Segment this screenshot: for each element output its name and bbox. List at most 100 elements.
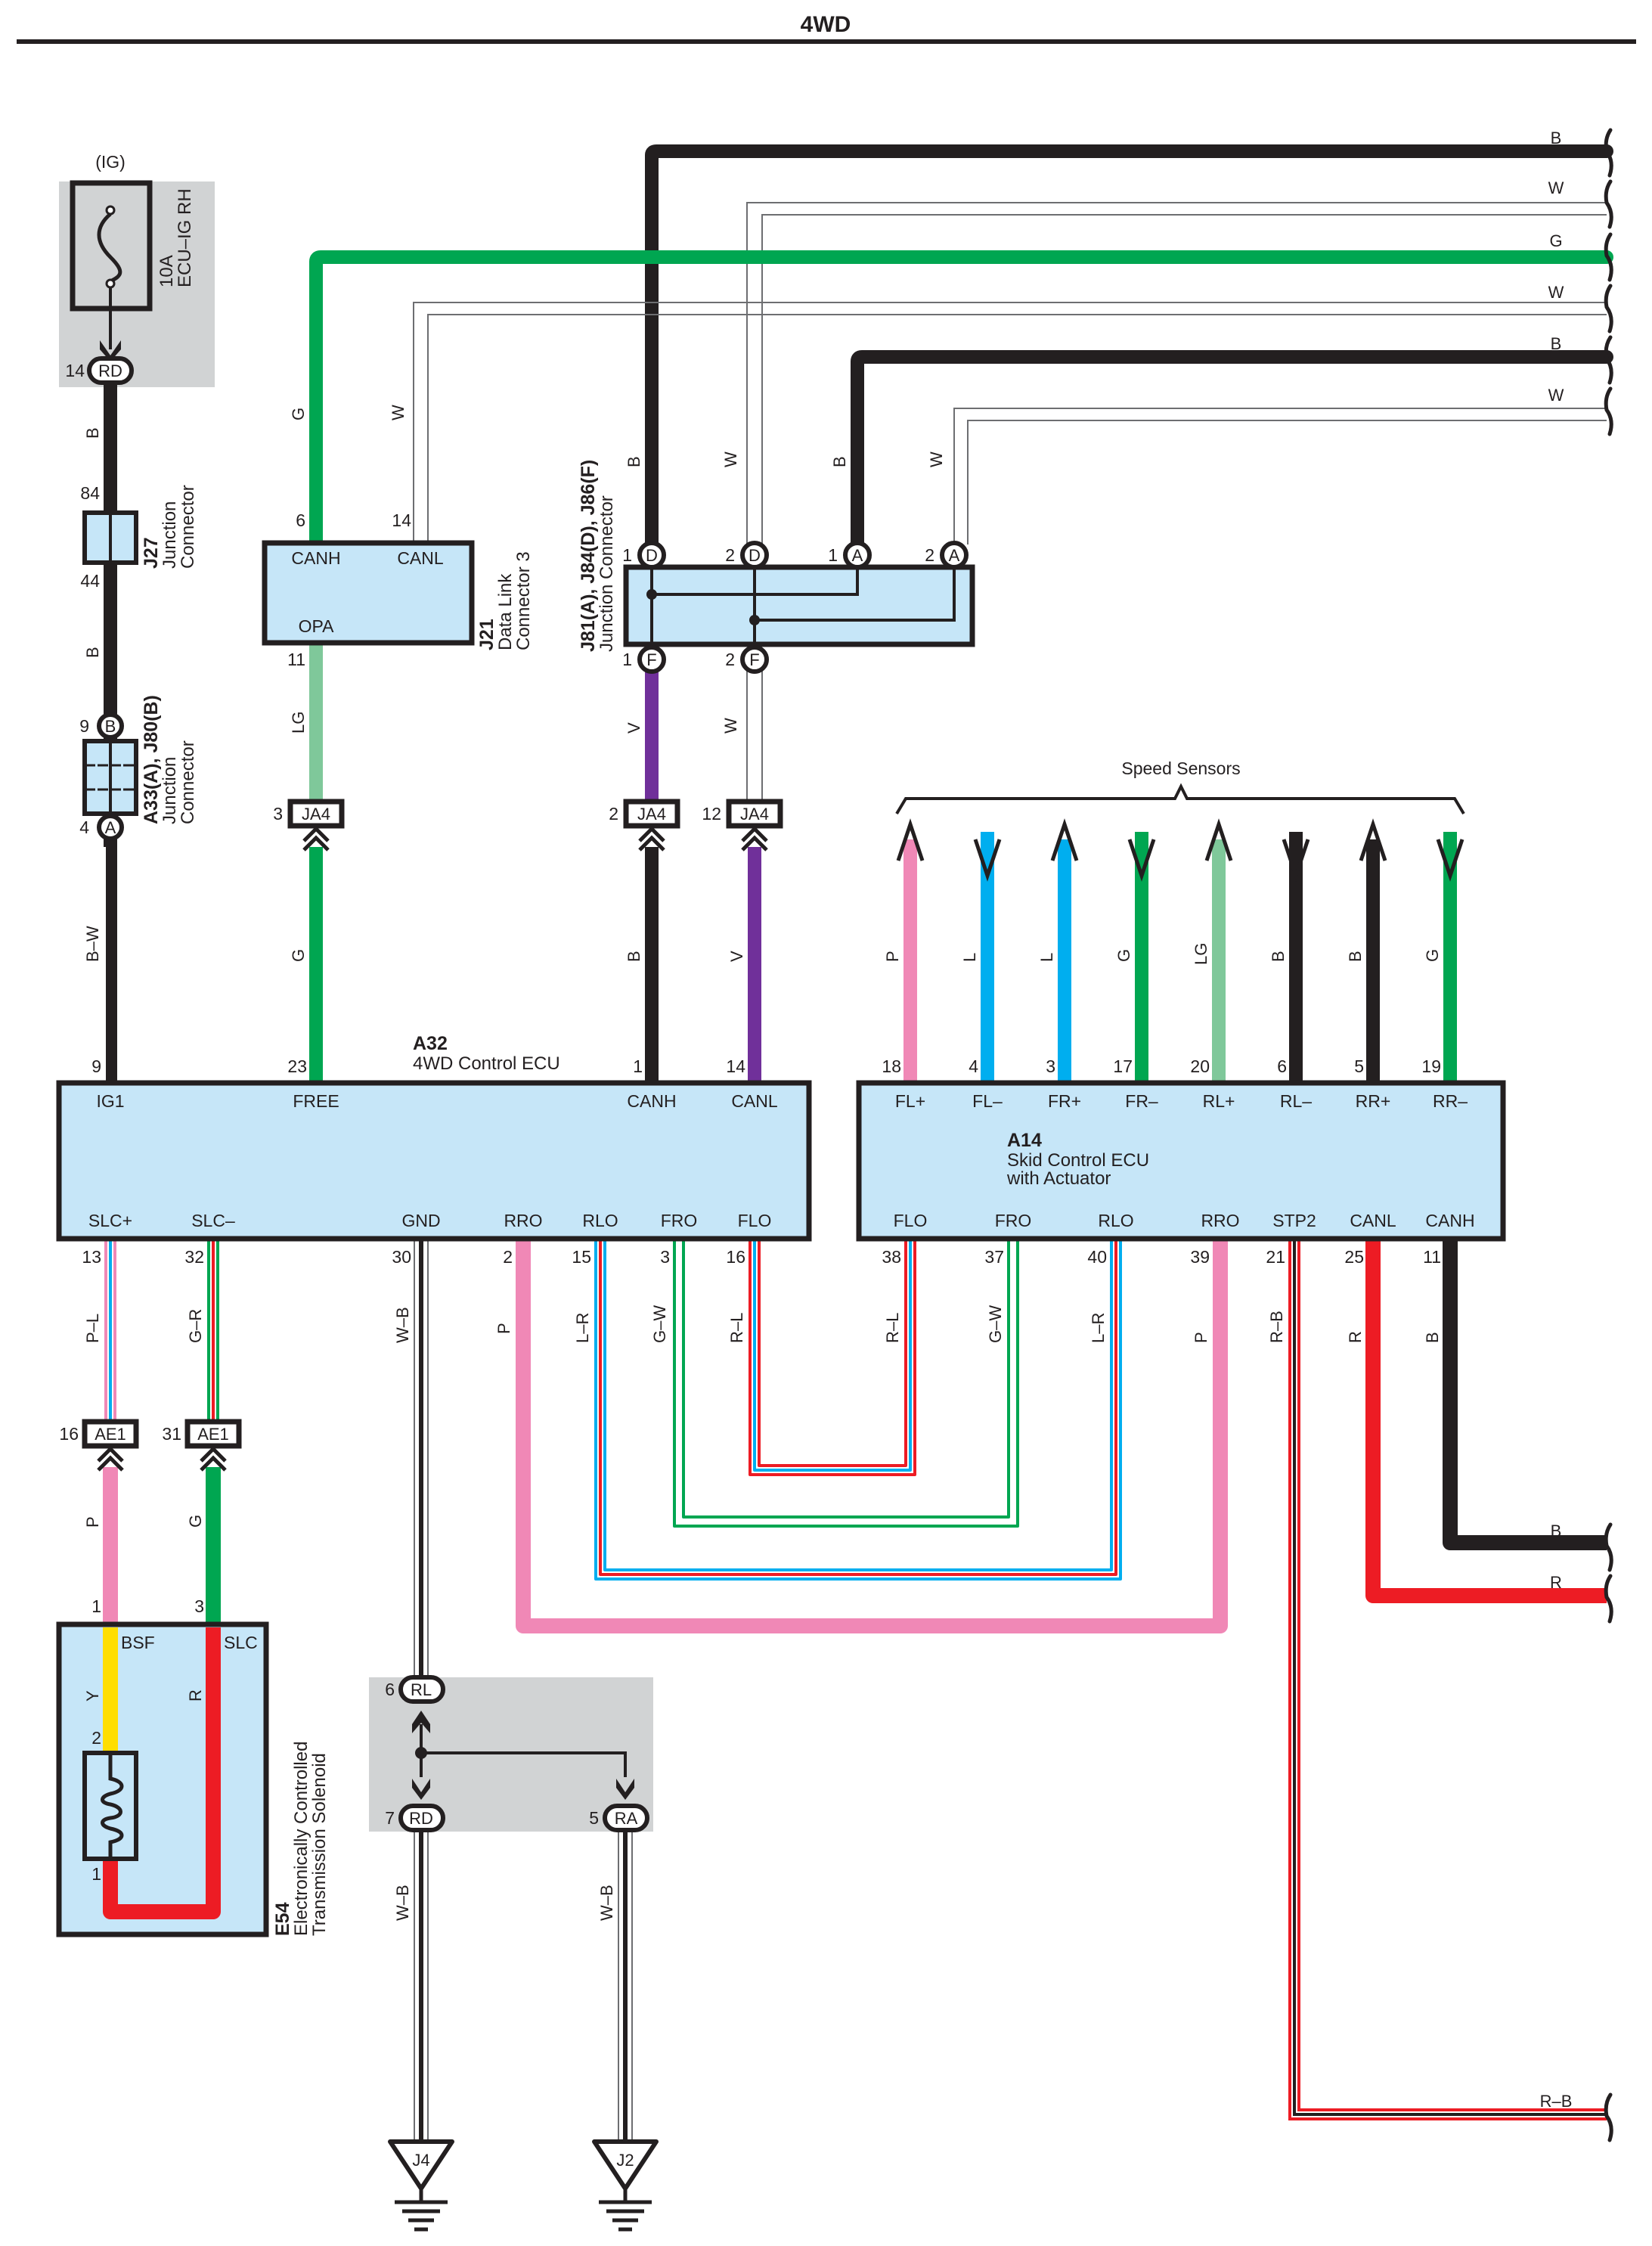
wires (103, 144, 1613, 2142)
a14-skid-control-ecu[interactable]: 18 4 3 17 20 6 5 19 FL+ FL– FR+ FR– RL+ … (856, 1056, 1506, 1267)
component-name: with Actuator (1006, 1168, 1111, 1189)
wire-color-label: V (727, 951, 746, 962)
speed-sensors-group: Speed Sensors P L L G LG B B G (883, 758, 1465, 965)
ae1-plug-2: AE1 31 (162, 1419, 242, 1472)
component-name: Electronically Controlled (291, 1742, 311, 1936)
connector-rd: RD 14 (65, 356, 134, 385)
connector-id: RD (98, 361, 122, 380)
terminal-label: CANH (291, 548, 340, 568)
connector-id: JA4 (302, 805, 330, 824)
wire-b-bus-2 (851, 350, 1613, 551)
wire-p-rro (516, 1240, 1228, 1633)
wire-color-label: B–W (83, 926, 102, 962)
component-name: Connector 3 (513, 551, 534, 650)
connector-id: JA4 (740, 805, 769, 824)
j27-junction-connector[interactable]: 84 44 J27 Junction Connector (80, 483, 198, 591)
a32-4wd-control-ecu[interactable]: A32 4WD Control ECU 9 23 1 14 IG1 FREE C… (56, 1033, 812, 1267)
j21-data-link-connector[interactable]: G W 6 14 CANH CANL OPA 11 J21 Data Link … (262, 405, 534, 669)
terminal-label: IG1 (96, 1091, 124, 1111)
offpage-label: R (1550, 1573, 1562, 1592)
wire-color-label: R–L (727, 1313, 746, 1343)
e54-transmission-solenoid[interactable]: 1 3 BSF SLC Y R 2 1 E54 Electronically C… (56, 1596, 330, 1937)
wire-r-canl (1365, 1240, 1607, 1603)
pin-number: 14 (65, 361, 85, 380)
plug-chevron-icon (741, 826, 768, 852)
wire-rb-stp2 (1288, 1240, 1607, 2120)
connector-id: A (852, 546, 863, 565)
offpage-label: W (1548, 178, 1564, 197)
pin-number: 25 (1344, 1247, 1364, 1267)
connector-id: F (749, 650, 759, 669)
wire-color-label: W–B (393, 1307, 412, 1343)
component-name: Connector (178, 485, 198, 569)
plug-chevron-icon (200, 1446, 227, 1472)
pin-number: 21 (1266, 1247, 1285, 1267)
plug-chevron-icon (302, 826, 330, 852)
ground-junction[interactable]: RL 6 RD 7 RA 5 (385, 1675, 649, 1832)
terminal-label: FL– (972, 1091, 1003, 1111)
terminal-label: SLC+ (88, 1211, 132, 1230)
component-id: A32 (413, 1033, 448, 1054)
connector-id: A (949, 546, 960, 565)
wire-color-label: LG (1192, 943, 1210, 965)
fuse-ecu-ig-rh[interactable]: (IG) 10A ECU–IG RH (70, 152, 195, 361)
pin-number: 84 (80, 483, 100, 503)
pin-number: 14 (726, 1056, 745, 1076)
terminal-label: RR+ (1356, 1091, 1391, 1111)
component-name: Connector (178, 740, 198, 824)
arrow-up-icon (896, 818, 925, 861)
wire-wb-j2 (618, 1830, 633, 2142)
terminal-label: RRO (504, 1211, 542, 1230)
component-name: Transmission Solenoid (309, 1753, 330, 1936)
pin-number: 1 (91, 1864, 101, 1884)
fuse-rating: 10A (157, 255, 177, 287)
component-name: 4WD Control ECU (413, 1053, 560, 1074)
pin-number: 5 (589, 1808, 599, 1828)
terminal-label: RLO (582, 1211, 618, 1230)
break-mark (1604, 1574, 1613, 1624)
terminal-label: FR+ (1048, 1091, 1081, 1111)
a33-j80-junction-connector[interactable]: B 9 A 4 A33(A), J80(B) Junction Connecto… (79, 695, 198, 841)
wire-color-label: P (494, 1323, 513, 1334)
terminal-label: FLO (738, 1211, 772, 1230)
plug-chevron-icon (97, 1446, 124, 1472)
pin-number: 37 (984, 1247, 1004, 1267)
wire-color-label: B (83, 427, 102, 439)
connector-id: A (105, 818, 116, 837)
pin-number: 3 (660, 1247, 670, 1267)
pin-number: 7 (385, 1808, 395, 1828)
wire-color-label: G–R (186, 1309, 205, 1343)
a14-bottom-wire-labels: R–L G–W L–R P R–B R B (883, 1305, 1442, 1343)
wire-wb-gnd (414, 1240, 429, 1680)
arrow-up-icon (1359, 818, 1387, 861)
component-name: Skid Control ECU (1007, 1150, 1149, 1171)
pin-number: 40 (1087, 1247, 1107, 1267)
wire-color-label: W–B (393, 1885, 412, 1921)
j81-j84-j86-junction-connector[interactable]: B W B W D 1 D 2 A 1 A 2 F 1 F 2 J81(A), … (578, 451, 975, 674)
speed-sensors-bracket (895, 783, 1465, 815)
ground-j2: J2 (592, 2139, 659, 2232)
ja4-plug-1: JA4 3 (273, 799, 345, 852)
pin-number: 31 (162, 1424, 181, 1444)
wire-w-bus-1 (746, 202, 1607, 544)
wire-color-label: B (1346, 951, 1365, 962)
pin-number: 39 (1190, 1247, 1210, 1267)
pin-number: 9 (91, 1056, 101, 1076)
break-mark (1604, 128, 1613, 178)
pin-number: 44 (80, 571, 100, 591)
pin-number: 19 (1421, 1056, 1441, 1076)
arrow-up-icon (1204, 818, 1233, 861)
offpage-label: B (1551, 334, 1562, 353)
wire-w-dlc-canl (413, 302, 1607, 541)
pin-number: 3 (273, 804, 283, 824)
offpage-label: W (1548, 283, 1564, 302)
arrow-up-icon (1050, 818, 1079, 861)
ground-id: J2 (616, 2151, 634, 2170)
component-name: Junction (160, 501, 180, 569)
wire-color-label: W (721, 718, 740, 734)
wire-rl-flo (749, 1240, 916, 1476)
offpage-breaks (1604, 128, 1613, 2142)
wire-color-label: P (83, 1516, 102, 1528)
pin-number: 2 (725, 545, 735, 565)
